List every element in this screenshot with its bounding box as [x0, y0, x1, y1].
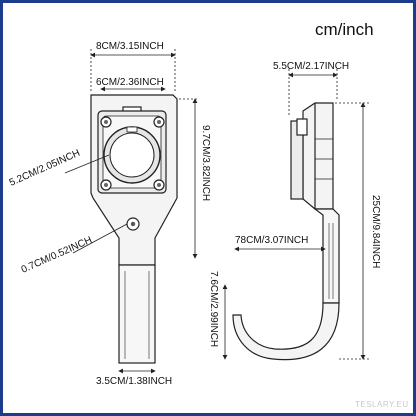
side-hook: [232, 302, 340, 361]
side-dimensions: [222, 69, 369, 360]
dim-plate-width: 6CM/2.36INCH: [96, 77, 164, 88]
dim-body-height: 9.7CM/3.82INCH: [200, 125, 211, 201]
dim-side-depth: 5.5CM/2.17INCH: [273, 61, 349, 72]
dim-hook-height: 7.6CM/2.99INCH: [208, 271, 219, 347]
side-view: [232, 102, 340, 361]
dim-ring-diameter: 5.2CM/2.05INCH: [8, 148, 82, 189]
dim-hole-diameter: 0.7CM/0.52INCH: [20, 235, 94, 276]
front-stem: [118, 264, 156, 364]
dim-hook-width: 78CM/3.07INCH: [235, 235, 308, 246]
front-view: [90, 94, 178, 364]
dim-total-height: 25CM/9.84INCH: [370, 195, 381, 268]
watermark: TESLARY.EU: [355, 400, 409, 409]
dim-top-width: 8CM/3.15INCH: [96, 41, 164, 52]
unit-label: cm/inch: [315, 20, 374, 39]
dim-stem-width: 3.5CM/1.38INCH: [96, 376, 172, 387]
front-dimensions: [64, 49, 199, 374]
holder-diagram: cm/inch 8CM/3.15INCH 6CM/2.36INCH 5.2CM/…: [8, 20, 409, 409]
